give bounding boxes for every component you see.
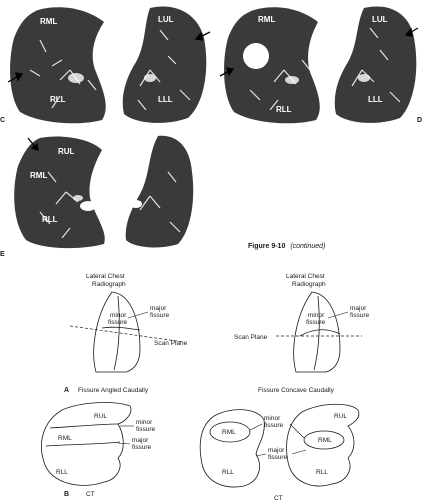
ct-panel-e: RUL RML RLL E <box>0 135 194 258</box>
arrow-icon <box>27 137 39 151</box>
a-right-scan-plane: Scan Plane <box>234 334 268 341</box>
arrow-icon <box>7 31 211 83</box>
b-right-rml-oval-1 <box>209 421 251 443</box>
arrow-icon <box>219 27 419 77</box>
b-right-lung-2 <box>286 403 360 487</box>
a-left-minor-2: fissure <box>108 319 128 326</box>
b-left-minor-1: minor <box>136 419 153 426</box>
a-right-title-1: Lateral Chest <box>286 273 325 280</box>
ct-e-left-lung <box>125 135 194 248</box>
ct-d-label-rml: RML <box>258 15 275 24</box>
ct-e-label-rml: RML <box>30 171 47 180</box>
b-right-lung1-rll: RLL <box>222 469 234 476</box>
ct-e-label-rul: RUL <box>58 147 75 156</box>
b-right-minor-1: minor <box>264 415 281 422</box>
figure-number: Figure 9-10 <box>248 243 286 250</box>
b-right-lung-1 <box>199 409 265 488</box>
a-left-title-2: Radiograph <box>92 281 126 288</box>
a-right-major-1: major <box>350 305 367 312</box>
b-right-lung2-rml: RML <box>318 437 332 444</box>
ct-c-label-rll: RLL <box>50 95 66 104</box>
fissure-diagram: Lateral Chest Radiograph minor fissure m… <box>41 273 370 500</box>
a-left-title-1: Lateral Chest <box>86 273 125 280</box>
b-right-lung1-rml: RML <box>222 429 236 436</box>
ct-panel-c: RML RLL LUL LLL C <box>0 6 211 124</box>
ct-panel-d: RML RLL LUL LLL D <box>219 6 422 124</box>
b-right-major-1: major <box>268 447 285 454</box>
b-left-major-2: fissure <box>132 444 152 451</box>
b-right-ct: CT <box>274 495 283 500</box>
ct-e-label-rll: RLL <box>42 215 58 224</box>
a-left-major-2: fissure <box>150 312 170 319</box>
ct-c-label-rml: RML <box>40 17 57 26</box>
ct-d-label-lll: LLL <box>368 95 383 104</box>
b-left-ct: CT <box>86 491 95 498</box>
ct-d-label-lul: LUL <box>372 15 388 24</box>
ct-c-label-lul: LUL <box>158 15 174 24</box>
figure-caption: Figure 9-10 (continued) <box>248 243 325 250</box>
panel-letter-e: E <box>0 251 5 258</box>
b-left-rll: RLL <box>56 469 68 476</box>
b-right-rml-oval-2 <box>303 430 345 450</box>
ct-c-label-lll: LLL <box>158 95 173 104</box>
figure-continued: (continued) <box>290 243 326 250</box>
a-left-major-1: major <box>150 305 167 312</box>
a-right-minor-1: minor <box>308 312 325 319</box>
b-right-lung2-rul: RUL <box>334 413 347 420</box>
a-right-subtitle: Fissure Concave Caudally <box>258 387 335 394</box>
panel-letter-a: A <box>64 387 69 394</box>
ct-d-label-rll: RLL <box>276 105 292 114</box>
ct-d-cavity <box>243 43 269 69</box>
a-left-minor-1: minor <box>110 312 127 319</box>
a-right-lung-outline <box>293 291 341 373</box>
a-left-scan-plane: Scan Plane <box>154 340 188 347</box>
b-left-minor-2: fissure <box>136 426 156 433</box>
ct-d-left-lung <box>334 6 417 123</box>
ct-c-left-lung <box>122 6 207 123</box>
b-left-rml: RML <box>58 435 72 442</box>
a-right-title-2: Radiograph <box>292 281 326 288</box>
ct-e-right-lung <box>14 136 105 249</box>
a-left-lung-outline <box>93 291 141 373</box>
b-right-major-2: fissure <box>268 454 288 461</box>
ct-d-right-lung <box>224 7 320 124</box>
panel-letter-c: C <box>0 117 5 124</box>
b-left-lung-outline <box>41 402 132 486</box>
ct-c-right-lung <box>10 7 106 124</box>
b-left-major-1: major <box>132 437 149 444</box>
b-right-minor-2: fissure <box>264 422 284 429</box>
b-right-lung2-rll: RLL <box>316 469 328 476</box>
a-right-minor-2: fissure <box>306 319 326 326</box>
a-left-subtitle: Fissure Angled Caudally <box>78 387 149 394</box>
a-right-major-2: fissure <box>350 312 370 319</box>
panel-letter-d: D <box>417 117 422 124</box>
b-left-rul: RUL <box>94 413 107 420</box>
panel-letter-b: B <box>64 491 69 498</box>
